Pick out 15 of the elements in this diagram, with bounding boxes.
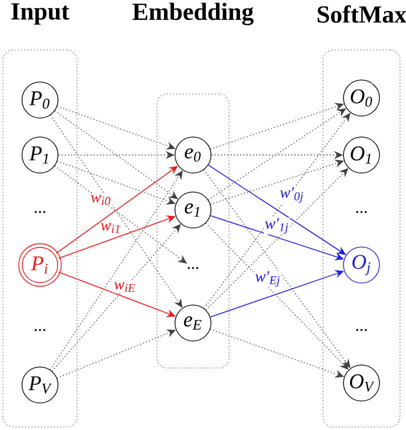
- ellipsis: ...: [356, 211, 367, 214]
- edge-label: w$_{i1}$: [100, 222, 122, 234]
- edge-label: w$_{iE}$: [113, 281, 137, 293]
- arrow: [206, 168, 348, 310]
- ellipsis: ...: [34, 211, 46, 214]
- edge-label: w′$_{1j}$: [264, 217, 290, 235]
- ellipsis: ...: [188, 267, 198, 270]
- edge-label: w′$_{0j}$: [278, 186, 306, 204]
- edge-label: w′$_{Ej}$: [254, 270, 282, 288]
- edge-label: w$_{i0}$: [90, 194, 112, 206]
- ellipsis: ...: [356, 329, 367, 332]
- ellipsis: ...: [34, 329, 46, 332]
- column-heading: Embedding: [132, 2, 254, 26]
- column-heading: SoftMax: [318, 5, 406, 23]
- column-heading: Input: [11, 3, 70, 25]
